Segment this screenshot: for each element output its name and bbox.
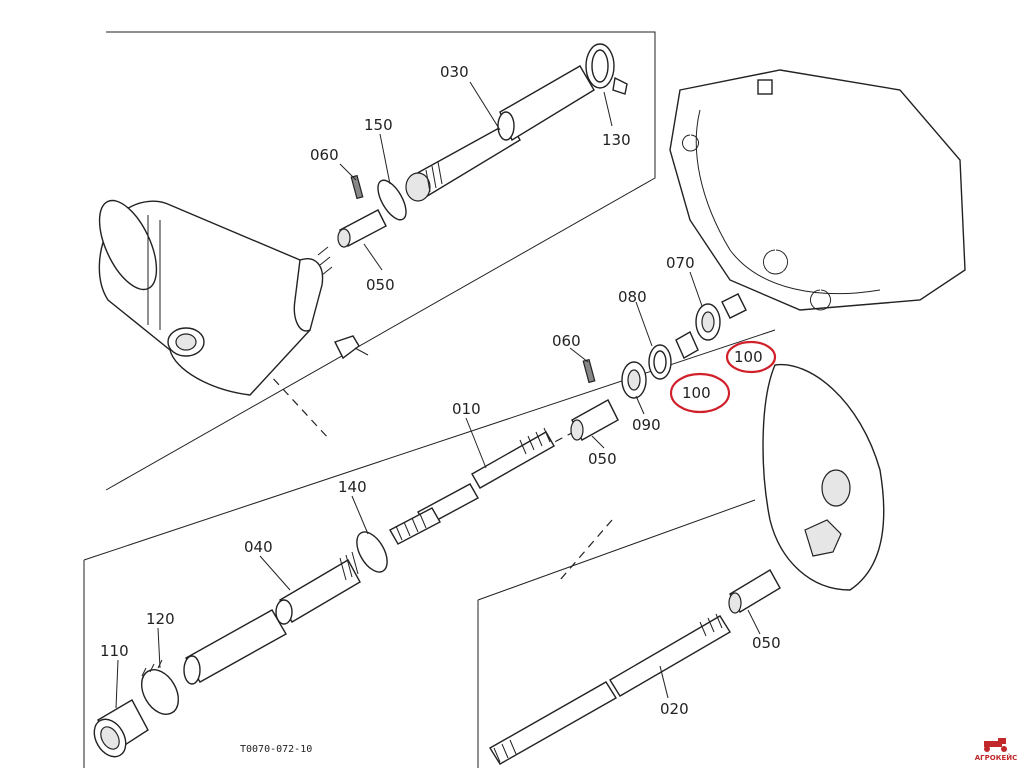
callout-020: 020 <box>660 700 689 718</box>
callout-090: 090 <box>632 416 661 434</box>
callout-060-top: 060 <box>310 146 339 164</box>
watermark-logo: АГРОКЕЙС <box>972 738 1020 762</box>
callout-080: 080 <box>618 288 647 306</box>
callout-050-mid: 050 <box>588 450 617 468</box>
callout-100-a: 100 <box>734 348 763 366</box>
bottom-left-group <box>93 531 388 758</box>
callout-030: 030 <box>440 63 469 81</box>
callout-060-mid: 060 <box>552 332 581 350</box>
callout-120: 120 <box>146 610 175 628</box>
callout-050-bot: 050 <box>752 634 781 652</box>
callout-110: 110 <box>100 642 129 660</box>
tractor-icon <box>984 738 1007 752</box>
top-shaft-group <box>337 43 628 248</box>
bearing-stack <box>621 293 747 399</box>
highlight-circle-100-a <box>725 340 777 374</box>
callout-150: 150 <box>364 116 393 134</box>
highlight-circle-100-b <box>669 372 731 414</box>
leader-lines <box>115 81 761 709</box>
callout-070: 070 <box>666 254 695 272</box>
callout-040: 040 <box>244 538 273 556</box>
shaft-010 <box>389 358 619 545</box>
transmission-case <box>669 69 966 591</box>
highlight-circles <box>669 340 777 414</box>
callout-140: 140 <box>338 478 367 496</box>
callout-labels: 030 130 150 060 050 070 080 100 100 060 … <box>100 63 781 755</box>
drawing-code: T0070-072-10 <box>240 744 312 755</box>
callout-010: 010 <box>452 400 481 418</box>
callout-050-top: 050 <box>366 276 395 294</box>
pto-housing <box>98 199 369 396</box>
callout-130: 130 <box>602 131 631 149</box>
watermark-text: АГРОКЕЙС <box>974 754 1018 762</box>
shaft-020 <box>489 569 781 765</box>
callout-100-b: 100 <box>682 384 711 402</box>
